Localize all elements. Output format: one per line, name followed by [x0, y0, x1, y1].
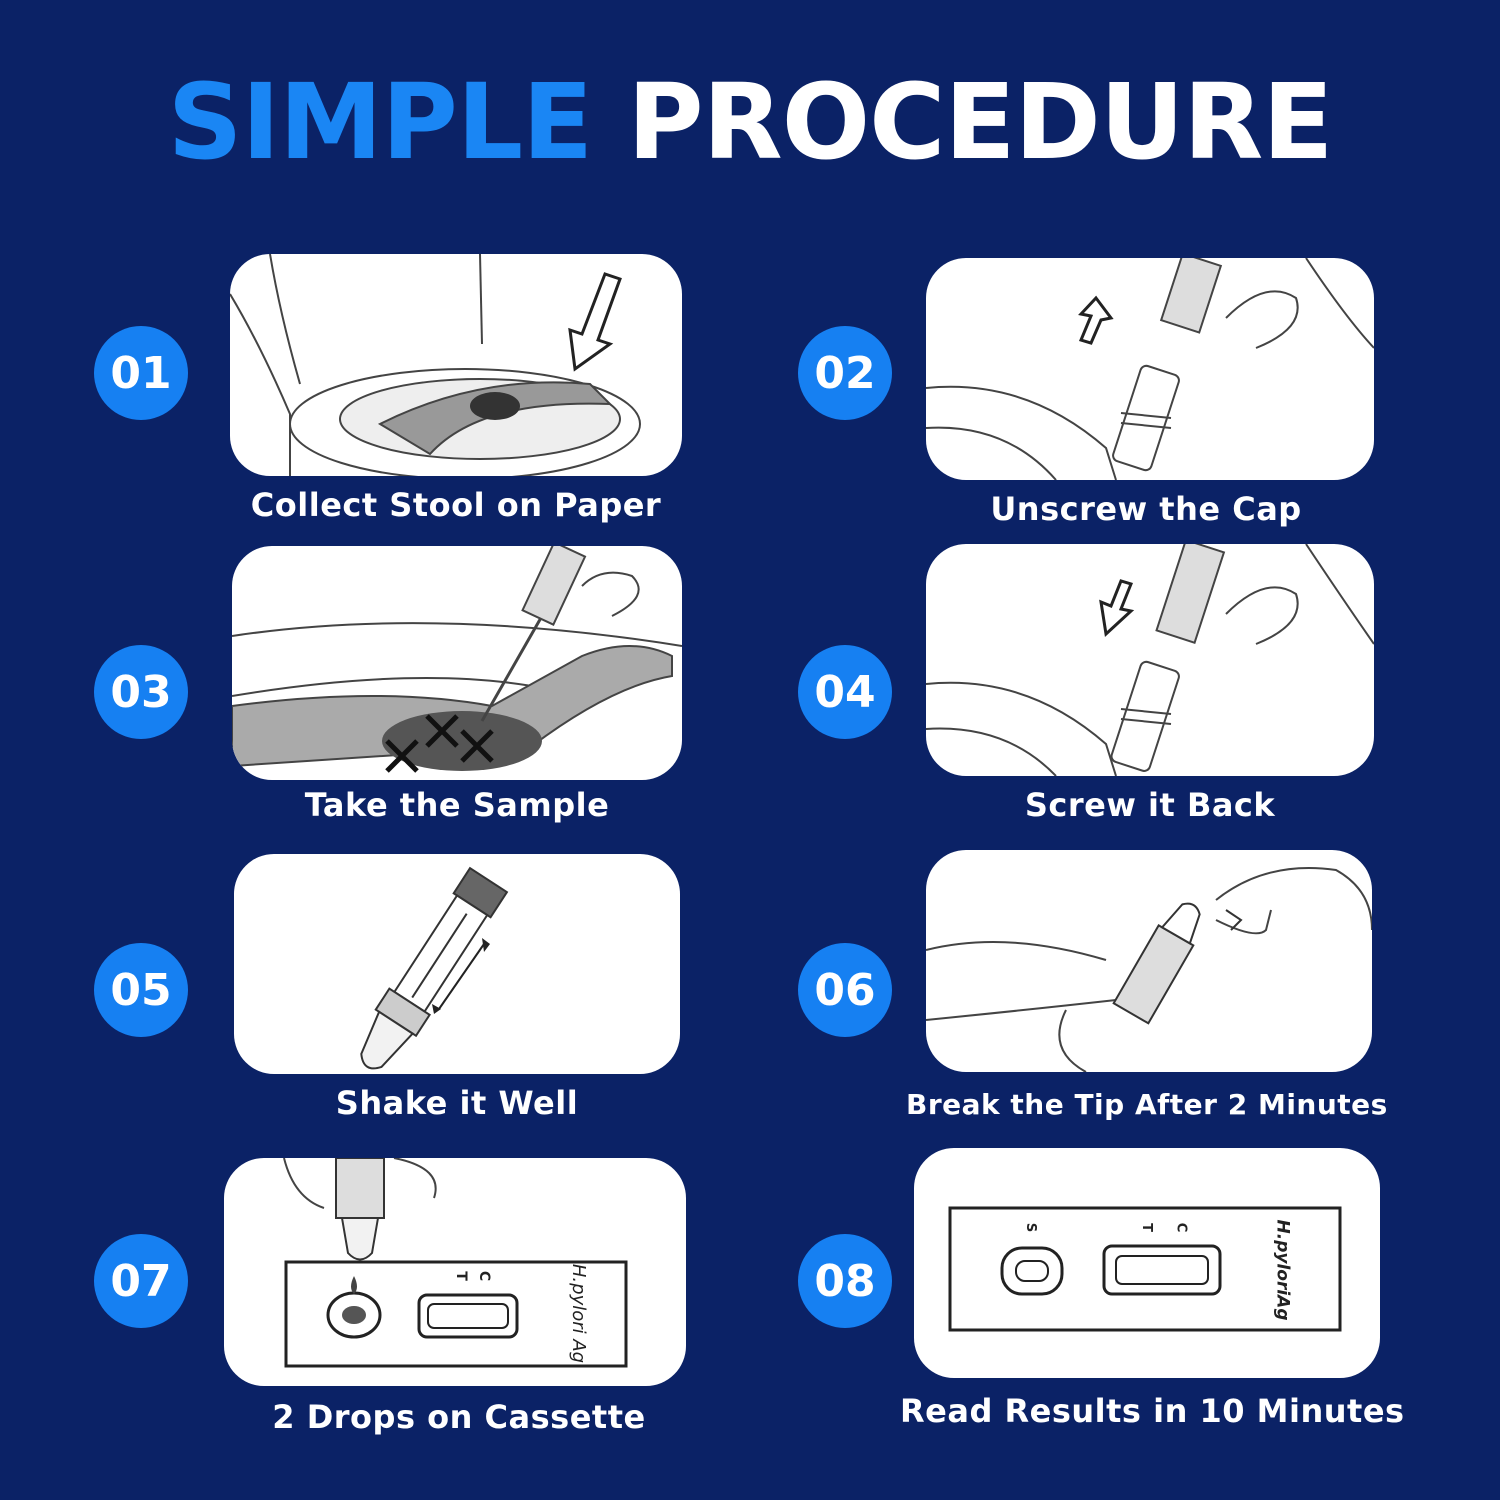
step-caption-04: Screw it Back — [1024, 786, 1276, 824]
step-number-badge: 07 — [94, 1234, 188, 1328]
step-caption-05: Shake it Well — [335, 1084, 579, 1122]
step-panel-03 — [232, 546, 682, 780]
title-word-simple: SIMPLE — [167, 61, 594, 183]
step-number-badge: 08 — [798, 1234, 892, 1328]
page-title: SIMPLE PROCEDURE — [0, 62, 1500, 182]
cassette-t-label: T — [1138, 1223, 1154, 1232]
cassette-s-label: S — [1023, 1222, 1039, 1233]
step-panel-06 — [926, 850, 1372, 1072]
cassette-brand-label: H.pyloriAg — [1272, 1219, 1293, 1321]
step-number-badge: 01 — [94, 326, 188, 420]
read-results-icon — [948, 1206, 1342, 1332]
title-word-procedure: PROCEDURE — [627, 61, 1333, 183]
step-caption-07: 2 Drops on Cassette — [272, 1398, 646, 1436]
step-caption-01: Collect Stool on Paper — [250, 486, 662, 524]
step-panel-05 — [234, 854, 680, 1074]
shake-tube-icon — [360, 866, 509, 1070]
step-panel-04 — [926, 544, 1374, 776]
step-number-badge: 04 — [798, 645, 892, 739]
cassette-c-label: C — [1173, 1222, 1189, 1233]
step-panel-07: C T H.pylori Ag — [224, 1158, 686, 1386]
step-number-badge: 03 — [94, 645, 188, 739]
drops-cassette-icon — [283, 1158, 628, 1368]
step-caption-06: Break the Tip After 2 Minutes — [906, 1088, 1388, 1121]
step-panel-08: S C T H.pyloriAg — [914, 1148, 1380, 1378]
step-caption-02: Unscrew the Cap — [990, 490, 1302, 528]
cassette-t-label: T — [452, 1271, 469, 1281]
take-sample-icon — [232, 546, 682, 773]
step-panel-02 — [926, 258, 1374, 480]
screw-back-icon — [926, 544, 1374, 776]
step-number-badge: 06 — [798, 943, 892, 1037]
toilet-collect-icon — [230, 254, 641, 476]
break-tip-icon — [926, 867, 1372, 1072]
step-number-badge: 05 — [94, 943, 188, 1037]
cassette-c-label: C — [476, 1270, 493, 1282]
step-panel-01 — [230, 254, 682, 476]
step-caption-08: Read Results in 10 Minutes — [900, 1392, 1405, 1430]
step-number-badge: 02 — [798, 326, 892, 420]
step-caption-03: Take the Sample — [304, 786, 610, 824]
cassette-brand-label: H.pylori Ag — [568, 1263, 590, 1364]
unscrew-cap-icon — [926, 258, 1374, 480]
